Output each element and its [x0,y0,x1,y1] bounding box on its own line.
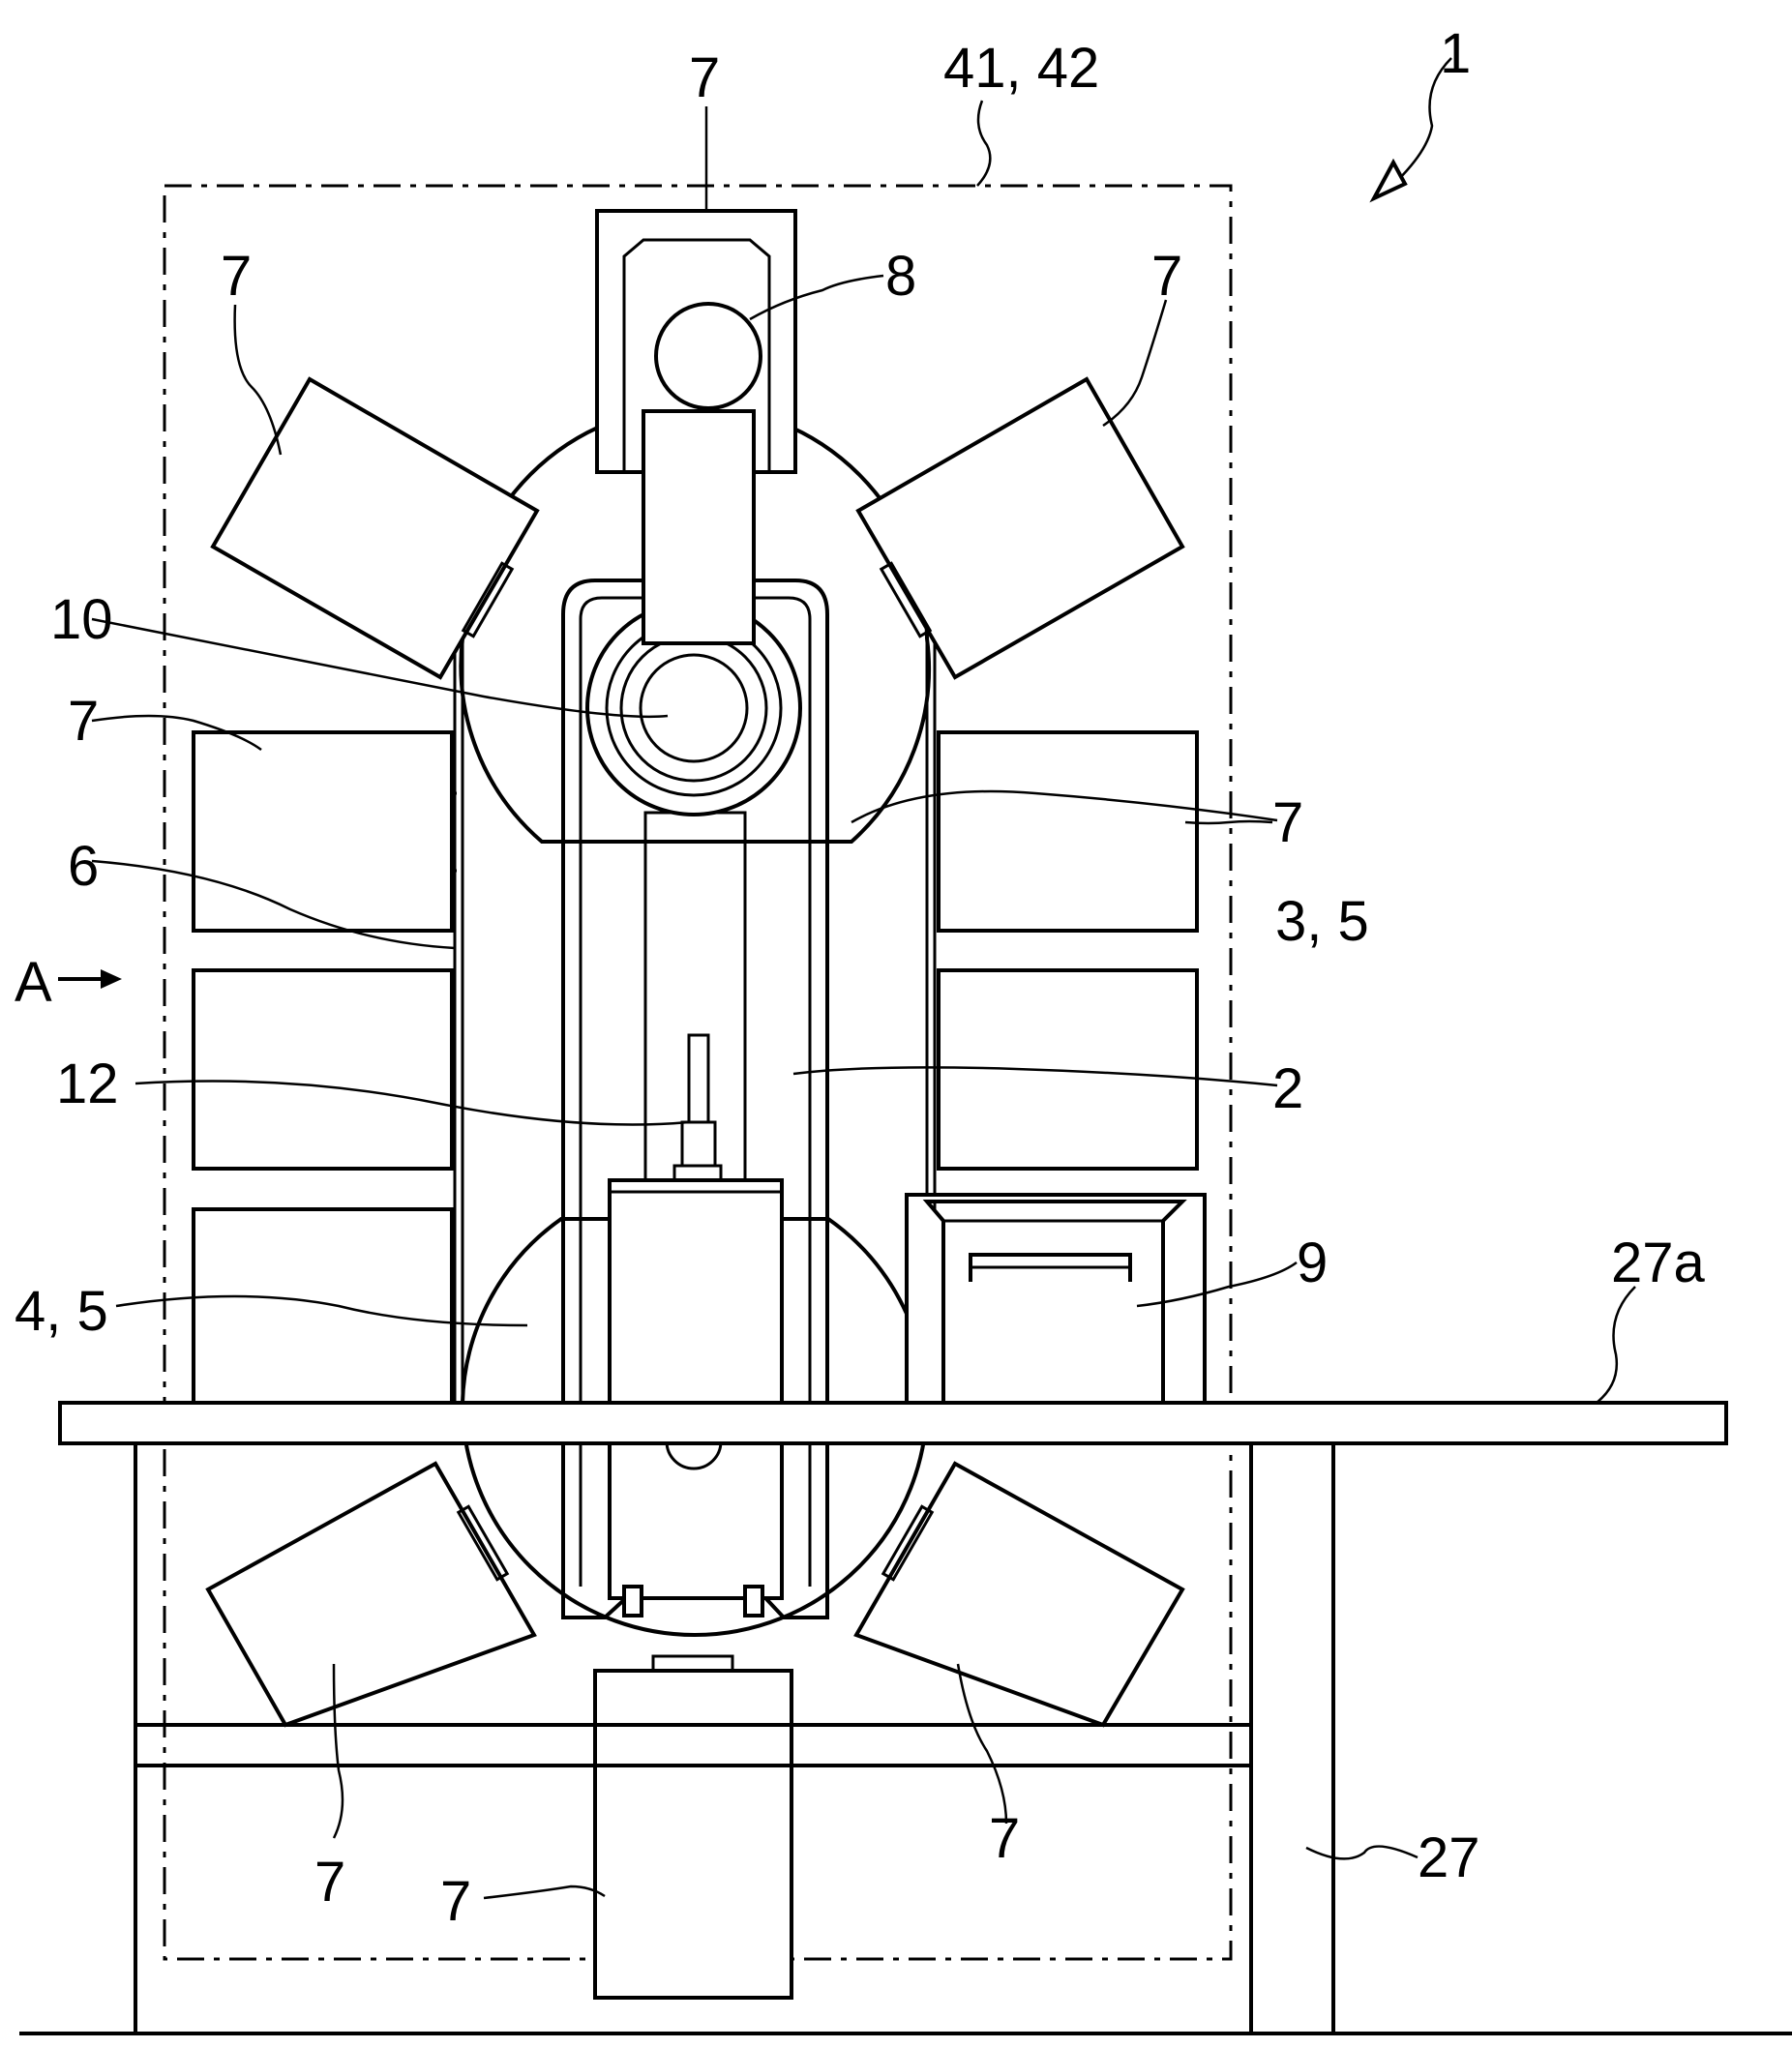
unit-bottom [593,1669,793,2000]
unit-right-1 [937,730,1199,933]
label-unit-bottom: 7 [440,1870,471,1933]
unit-upper-left [210,376,540,680]
unit-left-1 [192,730,454,933]
lower-drum [460,1217,930,1637]
table-top [58,1401,1728,1445]
unit-left-2 [192,968,454,1171]
column-frame [561,579,829,1619]
assembly-arrow [1383,57,1452,194]
pulley-hub [639,653,749,763]
enclosure-outline [163,184,1233,1961]
roller-top [654,302,762,410]
label-column: 2 [1272,1057,1303,1120]
unit-upper-right [855,376,1185,680]
label-unit-upper-right: 7 [1151,245,1182,308]
label-unit-lower-right: 7 [989,1807,1020,1870]
label-arrow-a: A [15,951,52,1014]
label-unit-right-1: 7 [1272,791,1303,854]
unit-lower-right [853,1461,1185,1728]
unit-lower-left [205,1461,537,1728]
label-unit-lower-left: 7 [314,1851,345,1914]
unit-left-3 [192,1207,454,1405]
carriage-block [608,1178,784,1600]
label-lower-drum: 4, 5 [15,1280,108,1343]
label-table: 27 [1418,1826,1480,1889]
label-cart: 9 [1297,1232,1328,1294]
cart [905,1193,1207,1405]
unit-right-2 [937,968,1199,1171]
label-shaft: 12 [56,1053,119,1115]
shaft [687,1033,710,1124]
label-table-top: 27a [1611,1232,1706,1294]
label-unit-left-1: 7 [68,690,99,753]
label-unit-top: 7 [689,46,720,109]
label-unit-upper-left: 7 [221,245,252,308]
label-pulley: 10 [50,588,113,651]
arrow-a-head [101,969,122,989]
label-assembly: 1 [1440,22,1471,85]
label-enclosure: 41, 42 [943,37,1099,100]
label-upper-drum: 3, 5 [1275,890,1369,953]
label-roller-top: 8 [885,245,916,308]
label-belt: 6 [68,835,99,898]
